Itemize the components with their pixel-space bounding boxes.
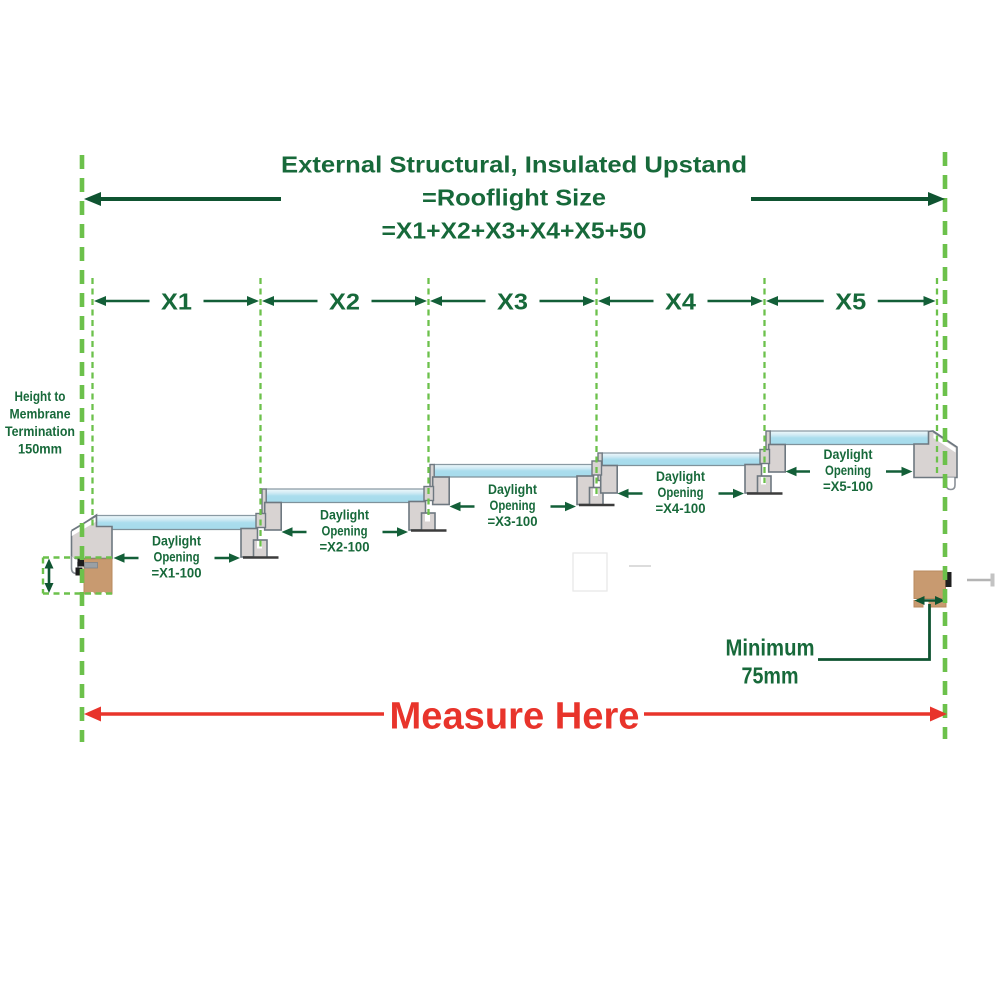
svg-text:External Structural, Insulated: External Structural, Insulated Upstand [281,151,747,177]
svg-text:Daylight: Daylight [488,482,537,497]
svg-text:=Rooflight Size: =Rooflight Size [422,184,606,210]
svg-text:Termination: Termination [5,424,75,439]
svg-text:Opening: Opening [825,463,871,478]
svg-text:X3: X3 [497,289,528,315]
svg-text:Measure Here: Measure Here [390,696,640,738]
svg-text:X2: X2 [329,289,360,315]
svg-text:Daylight: Daylight [656,469,705,484]
svg-text:=X1-100: =X1-100 [152,566,202,581]
svg-text:Opening: Opening [154,550,200,565]
svg-text:X5: X5 [835,289,866,315]
svg-text:X4: X4 [665,289,696,315]
svg-text:=X1+X2+X3+X4+X5+50: =X1+X2+X3+X4+X5+50 [382,217,647,243]
svg-text:=X4-100: =X4-100 [656,501,706,516]
svg-text:Membrane: Membrane [10,407,71,422]
svg-text:=X2-100: =X2-100 [320,540,370,555]
svg-text:Height to: Height to [15,389,66,404]
svg-text:150mm: 150mm [18,442,62,457]
svg-text:Daylight: Daylight [152,534,201,549]
svg-text:Opening: Opening [658,485,704,500]
svg-text:Daylight: Daylight [320,508,369,523]
svg-text:Opening: Opening [322,524,368,539]
svg-text:Minimum: Minimum [726,635,815,661]
svg-text:75mm: 75mm [742,663,799,689]
svg-text:X1: X1 [161,289,192,315]
svg-text:=X3-100: =X3-100 [488,514,538,529]
svg-text:=X5-100: =X5-100 [823,479,873,494]
svg-text:Daylight: Daylight [824,447,873,462]
svg-text:Opening: Opening [490,498,536,513]
